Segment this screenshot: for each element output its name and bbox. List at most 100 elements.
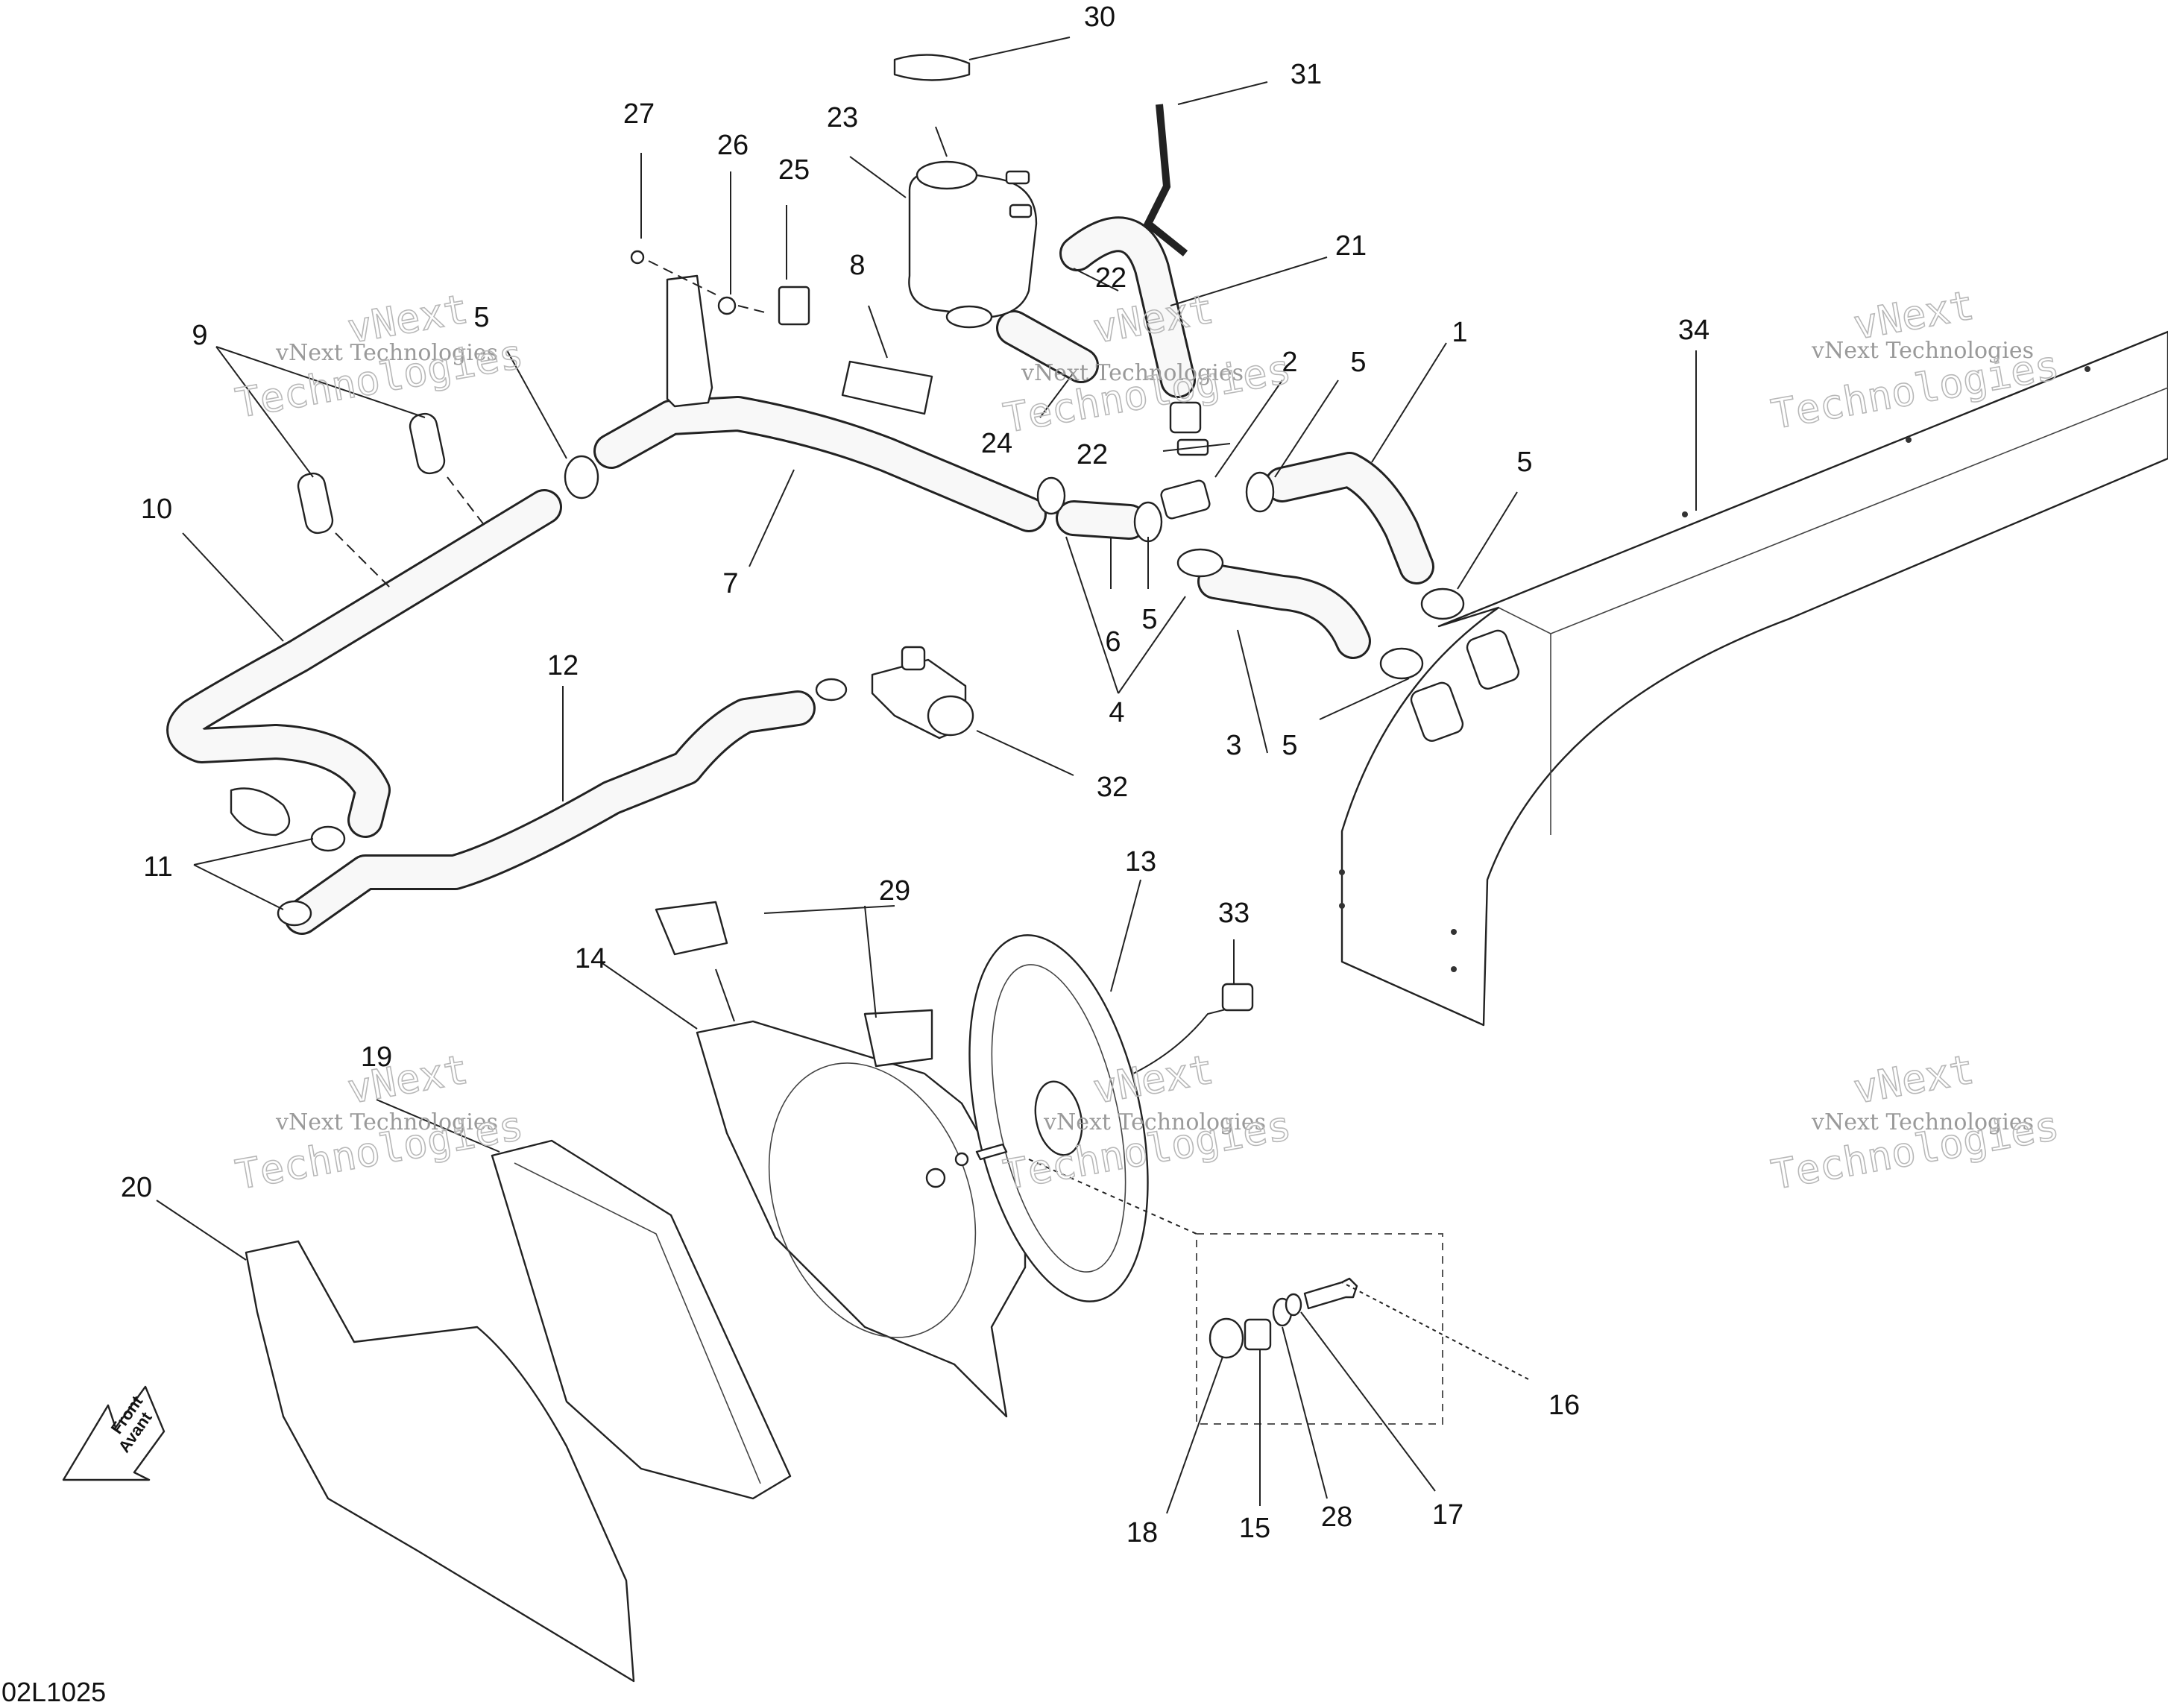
small-hose: [996, 310, 1099, 383]
fan-wire: [1132, 1006, 1238, 1074]
callout-27: 27: [623, 98, 655, 130]
shroud-bracket-lower: [863, 1009, 933, 1068]
callout-31: 31: [1291, 59, 1322, 90]
thermostat-housing: [871, 646, 974, 740]
grommet-18: [1209, 1317, 1244, 1359]
watermark-top-center: vNext vNext Technologies Technologies: [1000, 285, 1296, 443]
body-side-panel: [1339, 330, 2168, 1027]
bolt-small: [975, 1143, 1008, 1161]
svg-text:vNext Technologies: vNext Technologies: [1811, 1109, 2034, 1135]
washer-small: [954, 1152, 969, 1167]
coolant-reservoir: [908, 160, 1038, 329]
watermark-middle-left: vNext vNext Technologies Technologies: [232, 1045, 528, 1200]
callout-7: 7: [722, 568, 738, 599]
grommet-small: [925, 1167, 946, 1188]
lower-left-loop-hose: [166, 489, 562, 838]
mounting-bracket: [666, 274, 713, 408]
callout-33: 33: [1218, 898, 1250, 929]
svg-text:vNext: vNext: [1089, 286, 1217, 353]
fan-connector: [1221, 983, 1254, 1012]
callout-32: 32: [1097, 772, 1128, 803]
svg-text:vNext Technologies: vNext Technologies: [1021, 360, 1244, 386]
screw: [630, 250, 645, 265]
overflow-tube: [1143, 104, 1188, 256]
svg-text:vNext Technologies: vNext Technologies: [1043, 1109, 1266, 1135]
callout-17: 17: [1432, 1499, 1463, 1531]
callout-10: 10: [141, 494, 172, 525]
callout-16: 16: [1548, 1390, 1580, 1421]
callout-13: 13: [1125, 846, 1156, 877]
callout-21: 21: [1335, 230, 1367, 262]
callout-5d: 5: [1282, 730, 1297, 761]
callout-26: 26: [717, 130, 749, 161]
callout-leaders: [156, 37, 1697, 1514]
callout-14: 14: [575, 943, 606, 974]
callout-29: 29: [879, 875, 910, 907]
radiator-guard: [245, 1240, 635, 1683]
svg-text:vNext Technologies: vNext Technologies: [1811, 338, 2034, 364]
svg-text:vNext Technologies: vNext Technologies: [275, 340, 498, 366]
clamp-5e: [1379, 647, 1424, 680]
hardware-detail-box: [1196, 1233, 1443, 1425]
callout-5b: 5: [1350, 347, 1366, 378]
callout-28: 28: [1321, 1501, 1352, 1533]
callout-24: 24: [981, 428, 1012, 459]
bolt-16: [1303, 1277, 1358, 1310]
t-fitting: [1160, 479, 1211, 520]
callout-8: 8: [849, 250, 865, 281]
clamp-5d: [1420, 587, 1465, 620]
bottom-right-hose: [1197, 564, 1371, 659]
callout-22b: 22: [1077, 439, 1108, 470]
callout-5c: 5: [1516, 447, 1532, 478]
callout-19: 19: [361, 1041, 392, 1073]
callout-23: 23: [827, 102, 858, 133]
callout-22a: 22: [1095, 262, 1126, 294]
callout-34: 34: [1678, 315, 1709, 346]
fan-shroud: [696, 1020, 1027, 1418]
watermarks: vNext vNext Technologies Technologies vN…: [232, 281, 2064, 1200]
callout-12: 12: [547, 650, 579, 681]
hose-clip-9a: [297, 472, 334, 535]
clamp-5b: [1133, 501, 1163, 543]
drawing-code: 02L1025: [1, 1677, 106, 1707]
callout-5e: 5: [1141, 604, 1157, 635]
short-hose: [1056, 500, 1147, 540]
arrow-icon: [62, 1385, 166, 1481]
callout-numbers: 1 2 3 4 4 5 5 5 5 5 6 7 8 9 10 11 12 13 …: [121, 1, 1709, 1548]
clamp-11a: [310, 825, 346, 852]
clamp-22-upper: [1169, 401, 1202, 434]
clamp-5a: [564, 455, 599, 500]
upper-hose: [593, 396, 1047, 532]
nut: [717, 296, 737, 315]
elbow-hose-right: [1264, 452, 1434, 584]
spacer-15: [1244, 1318, 1272, 1351]
watermark-middle-right: vNext vNext Technologies Technologies: [1768, 1045, 2064, 1200]
reservoir-cap: [893, 54, 971, 81]
protective-sleeve: [841, 360, 933, 415]
svg-text:vNext Technologies: vNext Technologies: [275, 1109, 498, 1135]
shroud-bracket-upper: [655, 901, 728, 956]
callout-5a: 5: [473, 302, 489, 333]
clamp-11b: [277, 900, 312, 927]
callout-20: 20: [121, 1172, 152, 1203]
reservoir-outlet-hose: [1059, 216, 1196, 398]
parts-drawing: [166, 54, 2168, 1683]
radiator: [491, 1139, 792, 1500]
callout-1: 1: [1452, 317, 1467, 348]
callout-25: 25: [778, 154, 810, 186]
cooling-fan: [968, 934, 1149, 1302]
callout-30: 30: [1084, 1, 1115, 33]
hose-connector: [230, 787, 291, 836]
callout-18: 18: [1126, 1517, 1158, 1548]
callout-6: 6: [1105, 626, 1121, 658]
callout-3: 3: [1226, 730, 1241, 761]
lock-washer-17: [1285, 1293, 1302, 1317]
callout-2: 2: [1282, 347, 1297, 378]
clamp-32: [815, 678, 848, 702]
clamp-4: [1176, 548, 1224, 578]
svg-text:vNext: vNext: [1850, 1046, 1977, 1113]
clamp-5c: [1245, 471, 1275, 513]
bracket-clip: [778, 286, 810, 326]
callout-4: 4: [1109, 697, 1124, 728]
